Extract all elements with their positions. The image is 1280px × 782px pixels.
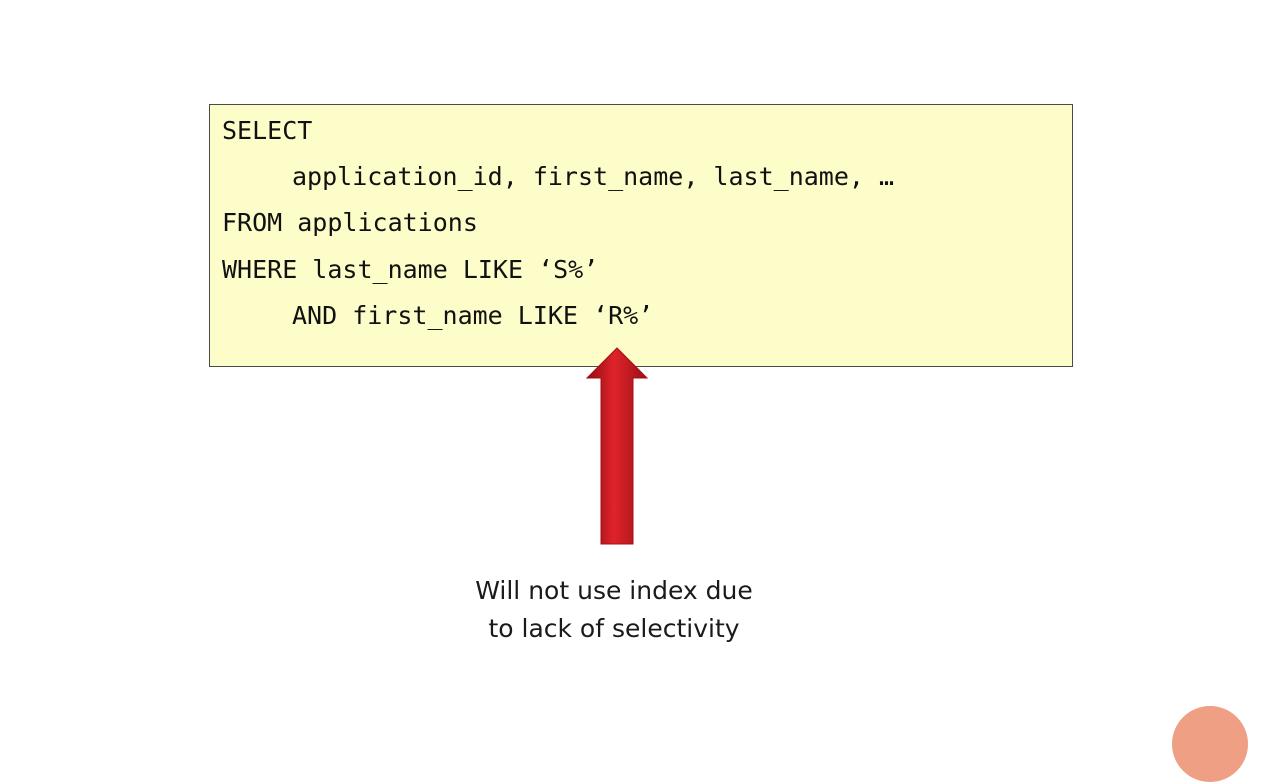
up-arrow-icon <box>585 347 649 545</box>
caption-line-1: Will not use index due <box>475 576 753 605</box>
code-line-and: AND first_name LIKE ‘R%’ <box>292 301 654 330</box>
code-line-from: FROM applications <box>222 208 478 237</box>
sql-code-box: SELECT application_id, first_name, last_… <box>209 104 1073 367</box>
code-line-columns: application_id, first_name, last_name, … <box>292 162 895 191</box>
navigation-circle-icon[interactable] <box>1172 706 1248 782</box>
caption-line-2: to lack of selectivity <box>488 614 740 643</box>
caption: Will not use index due to lack of select… <box>414 572 814 648</box>
code-line-where: WHERE last_name LIKE ‘S%’ <box>222 255 599 284</box>
title-fragment <box>858 0 918 6</box>
code-line-select: SELECT <box>222 116 313 145</box>
